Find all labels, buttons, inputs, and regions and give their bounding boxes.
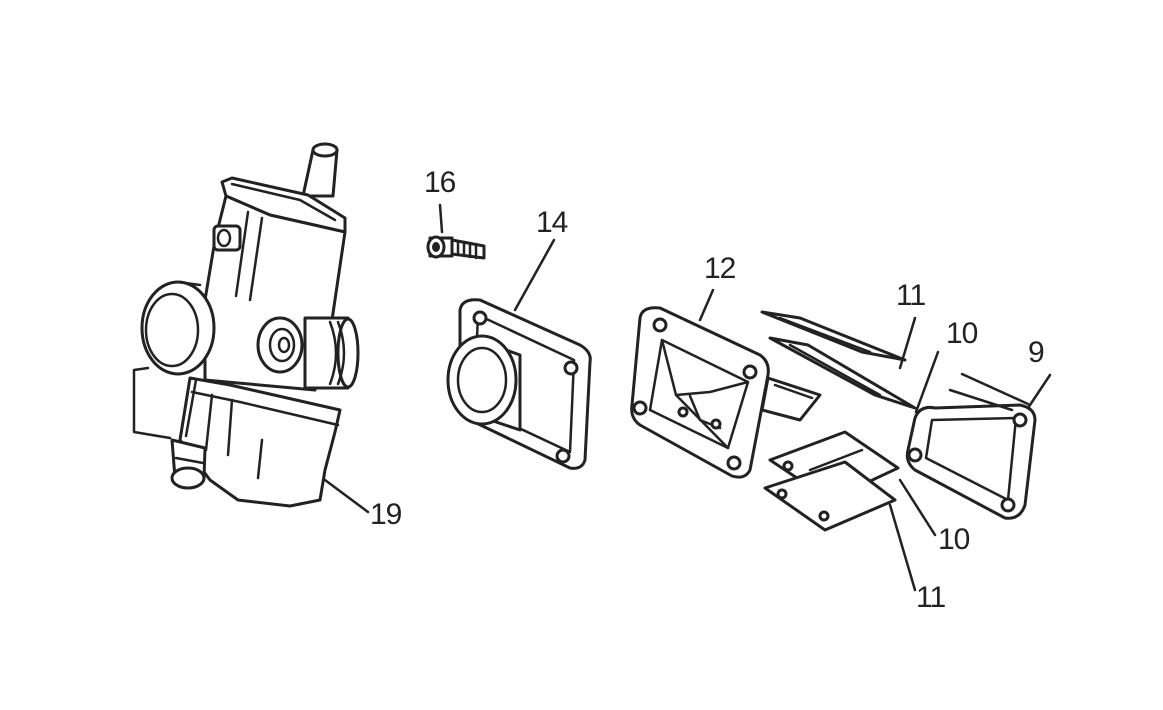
leader-11-bottom [888,503,917,592]
leader-12 [698,288,715,322]
callout-19: 19 [370,498,402,531]
callout-labels: 19 16 14 12 11 10 9 10 11 [370,166,1045,614]
callout-10-top: 10 [946,317,978,350]
leader-lines [323,203,1052,592]
carburetor-part-19 [132,142,360,508]
leader-10-bottom [898,478,937,537]
leader-10-top [914,350,940,414]
leader-9 [1026,373,1052,410]
callout-12: 12 [704,252,736,285]
leader-11-top [898,316,917,370]
callout-10-bottom: 10 [938,523,970,556]
callout-16: 16 [424,166,456,199]
leader-14 [513,238,556,312]
reed-petal-part-11-top [760,310,917,410]
callout-9: 9 [1028,336,1044,369]
callout-11-bottom: 11 [916,581,945,614]
callout-14: 14 [536,206,568,239]
leader-16 [438,203,444,234]
reed-cage-part-12 [630,306,822,479]
callout-11-top: 11 [896,279,925,312]
leader-19 [323,478,370,514]
gasket-part-9 [905,372,1037,520]
reed-petal-part-11-bottom [763,460,897,532]
intake-flange-part-14 [446,298,592,470]
bolt-part-16 [426,235,486,260]
